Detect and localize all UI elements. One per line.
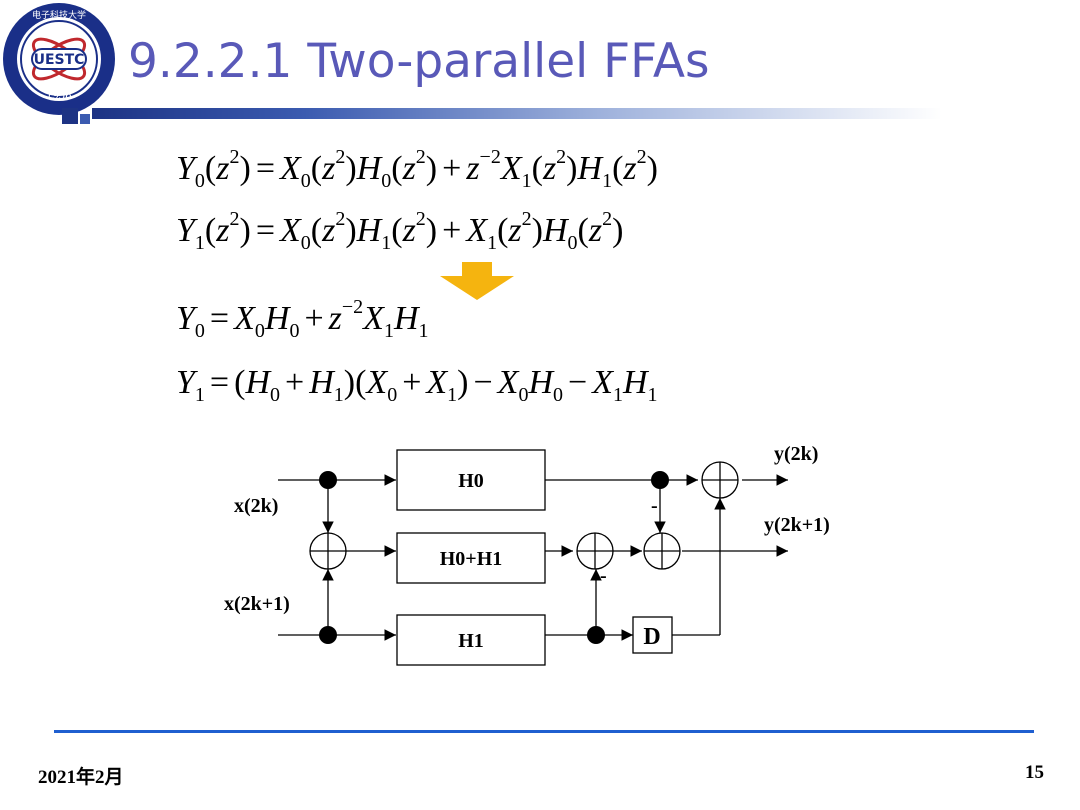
equation-2: Y1(z2)=X0(z2)H1(z2)+X1(z2)H0(z2) bbox=[176, 208, 624, 254]
block-label-h0h1: H0+H1 bbox=[440, 548, 503, 570]
slide-title: 9.2.2.1 Two-parallel FFAs bbox=[128, 34, 710, 89]
block-h0 bbox=[396, 449, 546, 511]
equation-3: Y0=X0H0+z−2X1H1 bbox=[176, 296, 429, 342]
block-h1 bbox=[396, 614, 546, 666]
logo-year: 1956 bbox=[46, 91, 72, 102]
equation-4: Y1=(H0+H1)(X0+X1)−X0H0−X1H1 bbox=[176, 364, 658, 406]
output-label-even: y(2k) bbox=[774, 443, 818, 465]
block-label-h0: H0 bbox=[458, 470, 484, 492]
logo-badge-text: UESTC bbox=[34, 52, 85, 68]
input-label-odd: x(2k+1) bbox=[224, 593, 290, 615]
logo-seal-text: 电子科技大学 bbox=[32, 9, 86, 21]
node-top-left bbox=[319, 471, 337, 489]
block-label-h1: H1 bbox=[458, 630, 484, 652]
title-underline-bar bbox=[92, 108, 942, 119]
footer-divider bbox=[54, 730, 1034, 733]
node-bottom-right bbox=[587, 626, 605, 644]
university-logo: UESTC 1956 电子科技大学 bbox=[3, 3, 115, 115]
block-label-delay: D bbox=[643, 624, 660, 650]
node-top-right bbox=[651, 471, 669, 489]
footer-date: 2021年2月 bbox=[38, 767, 124, 788]
block-delay bbox=[632, 616, 673, 654]
block-h0h1 bbox=[396, 532, 546, 584]
equation-1: Y0(z2)=X0(z2)H0(z2)+z−2X1(z2)H1(z2) bbox=[176, 146, 658, 192]
minus-sign-mid: - bbox=[600, 565, 607, 587]
minus-sign-top: - bbox=[651, 495, 658, 517]
output-label-odd: y(2k+1) bbox=[764, 514, 830, 536]
node-bottom-left bbox=[319, 626, 337, 644]
ffa-block-diagram: H0 H0+H1 H1 D x(2k) x(2k+1) y(2k) y(2k+1… bbox=[224, 443, 830, 666]
page-number: 15 bbox=[1025, 762, 1044, 783]
input-label-even: x(2k) bbox=[234, 495, 278, 517]
down-arrow-icon bbox=[440, 262, 514, 300]
